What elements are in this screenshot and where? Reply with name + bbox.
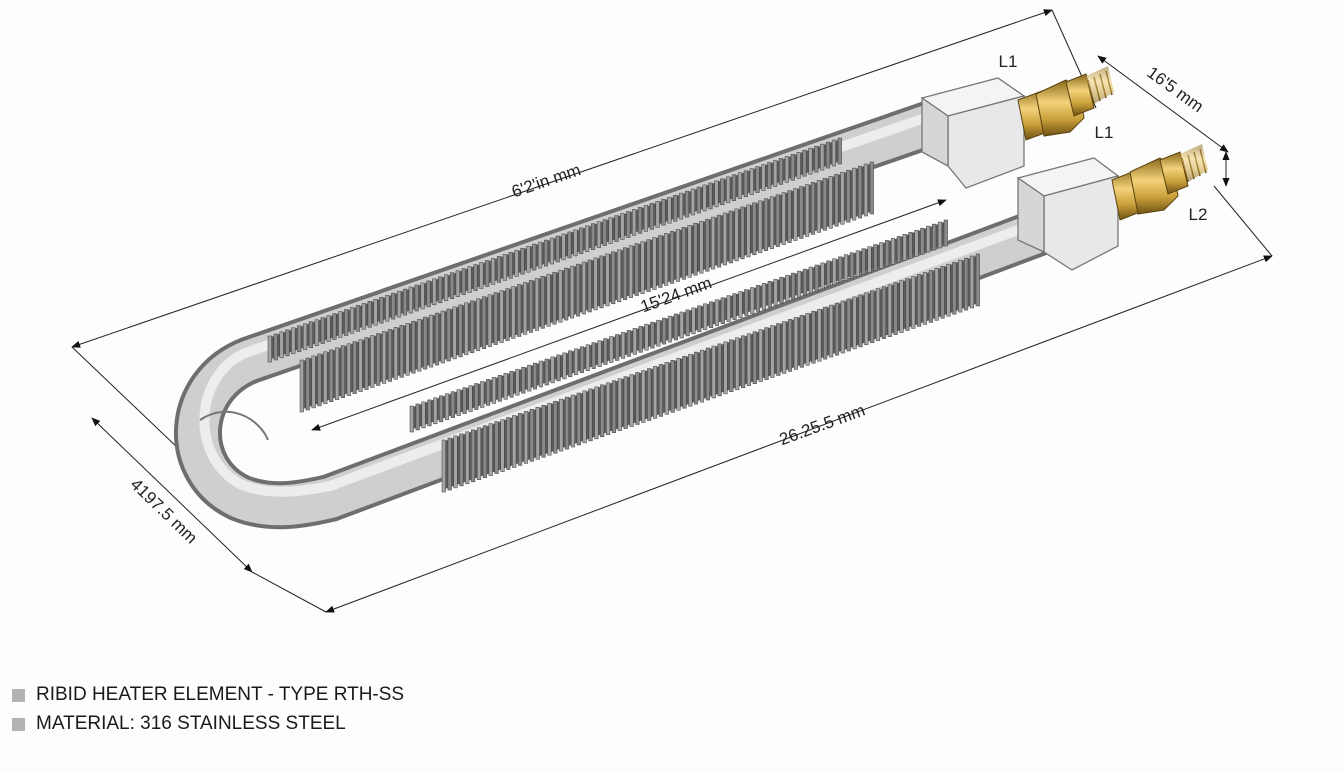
fin-bank-upper-outer (267, 137, 842, 363)
dim-line-top (71, 9, 1053, 348)
terminal-label-l1-top: L1 (999, 52, 1018, 71)
extension-line (71, 346, 181, 451)
fin-bank-upper-inner (299, 161, 874, 413)
insulator-lower (1016, 157, 1120, 271)
extension-line (251, 571, 327, 613)
dim-text-right: 16'5 mm (1143, 63, 1206, 116)
legend-bullet (12, 688, 25, 702)
terminal-upper (1017, 66, 1114, 141)
legend-text-material: MATERIAL: 316 STAINLESS STEEL (36, 713, 346, 734)
terminal-lower (1111, 144, 1208, 221)
fin-bank-lower-outer (441, 253, 980, 493)
fin-banks (267, 137, 980, 493)
legend-item-type: RIBID HEATER ELEMENT - TYPE RTH-SS (12, 684, 404, 706)
dim-line-left (91, 417, 253, 573)
insulator-upper (920, 77, 1026, 189)
dimension-lines (71, 9, 1273, 613)
terminal-label-l2: L2 (1189, 205, 1208, 224)
dim-line-right (1097, 55, 1229, 153)
heater-element (174, 66, 1208, 530)
extension-line (1213, 185, 1273, 257)
dim-text-top: 6'2'in mm (509, 160, 583, 201)
dim-line-bottom (325, 255, 1273, 613)
tube-bend-shine (199, 105, 1052, 497)
terminal-label-l1: L1 (1095, 123, 1114, 142)
legend-bullet (12, 717, 25, 731)
fin-bank-lower-inner (409, 219, 948, 433)
legend-item-material: MATERIAL: 316 STAINLESS STEEL (12, 713, 346, 735)
bend-seam (199, 410, 269, 441)
legend-text-type: RIBID HEATER ELEMENT - TYPE RTH-SS (36, 684, 405, 705)
dim-text-bottom: 26.25.5 mm (777, 401, 868, 450)
